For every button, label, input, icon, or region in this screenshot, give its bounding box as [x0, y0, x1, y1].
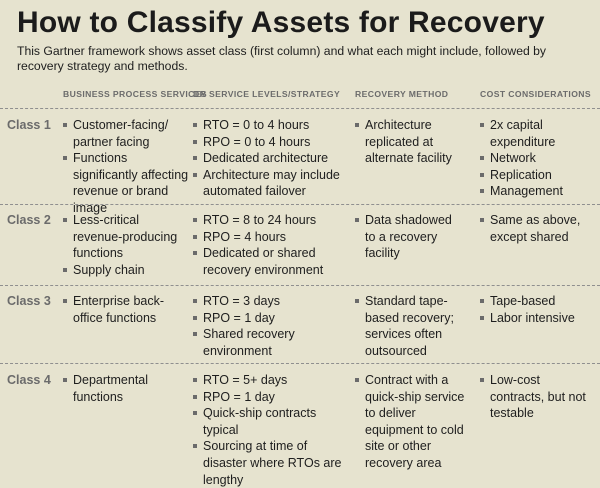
header-recovery-method: RECOVERY METHOD — [355, 89, 449, 99]
list-item: RTO = 3 days — [193, 293, 351, 310]
class-4-cost-cell: Low-cost contracts, but not testable — [480, 372, 592, 422]
class-4-method-cell: Contract with a quick-ship service to de… — [355, 372, 467, 472]
class-4-business-cell: Departmental functions — [63, 372, 189, 405]
list-item: Less-critical revenue-producing function… — [63, 212, 189, 262]
page-title: How to Classify Assets for Recovery — [17, 6, 545, 39]
list-item: RTO = 5+ days — [193, 372, 351, 389]
list-item: Functions significantly affecting revenu… — [63, 150, 189, 216]
list-item: Architecture replicated at alternate fac… — [355, 117, 465, 167]
list-item: Quick-ship contracts typical — [193, 405, 351, 438]
list-item: Tape-based — [480, 293, 590, 310]
class-2-method-cell: Data shadowed to a recovery facility — [355, 212, 465, 262]
class-1-dr-cell: RTO = 0 to 4 hours RPO = 0 to 4 hours De… — [193, 117, 351, 200]
class-2-dr-cell: RTO = 8 to 24 hours RPO = 4 hours Dedica… — [193, 212, 351, 278]
list-item: RPO = 1 day — [193, 310, 351, 327]
page-subtitle: This Gartner framework shows asset class… — [17, 44, 547, 73]
class-1-business-cell: Customer-facing/ partner facing Function… — [63, 117, 189, 217]
class-4-label: Class 4 — [7, 373, 51, 387]
class-3-method-cell: Standard tape-based recovery; services o… — [355, 293, 475, 359]
list-item: Contract with a quick-ship service to de… — [355, 372, 467, 472]
list-item: Data shadowed to a recovery facility — [355, 212, 465, 262]
list-item: RTO = 8 to 24 hours — [193, 212, 351, 229]
list-item: RPO = 1 day — [193, 389, 351, 406]
list-item: Supply chain — [63, 262, 189, 279]
class-3-business-cell: Enterprise back-office functions — [63, 293, 189, 326]
list-item: Standard tape-based recovery; services o… — [355, 293, 475, 359]
list-item: Management — [480, 183, 590, 200]
class-3-dr-cell: RTO = 3 days RPO = 1 day Shared recovery… — [193, 293, 351, 359]
class-1-label: Class 1 — [7, 118, 51, 132]
class-2-label: Class 2 — [7, 213, 51, 227]
class-1-cost-cell: 2x capital expenditure Network Replicati… — [480, 117, 590, 200]
list-item: Low-cost contracts, but not testable — [480, 372, 592, 422]
class-4-dr-cell: RTO = 5+ days RPO = 1 day Quick-ship con… — [193, 372, 351, 488]
list-item: 2x capital expenditure — [480, 117, 590, 150]
list-item: Sourcing at time of disaster where RTOs … — [193, 438, 351, 488]
list-item: Enterprise back-office functions — [63, 293, 189, 326]
list-item: Replication — [480, 167, 590, 184]
list-item: Network — [480, 150, 590, 167]
class-3-cost-cell: Tape-based Labor intensive — [480, 293, 590, 326]
list-item: Customer-facing/ partner facing — [63, 117, 189, 150]
list-item: RPO = 0 to 4 hours — [193, 134, 351, 151]
class-1-method-cell: Architecture replicated at alternate fac… — [355, 117, 465, 167]
class-2-business-cell: Less-critical revenue-producing function… — [63, 212, 189, 278]
list-item: Same as above, except shared — [480, 212, 590, 245]
list-item: RPO = 4 hours — [193, 229, 351, 246]
header-business-process-services: BUSINESS PROCESS SERVICES — [63, 89, 208, 99]
row-divider — [0, 108, 600, 109]
list-item: Labor intensive — [480, 310, 590, 327]
header-cost-considerations: COST CONSIDERATIONS — [480, 89, 592, 99]
list-item: Architecture may include automated failo… — [193, 167, 351, 200]
row-divider — [0, 204, 600, 205]
list-item: Dedicated architecture — [193, 150, 351, 167]
list-item: RTO = 0 to 4 hours — [193, 117, 351, 134]
row-divider — [0, 363, 600, 364]
list-item: Shared recovery environment — [193, 326, 351, 359]
row-divider — [0, 285, 600, 286]
header-dr-service-levels: DR SERVICE LEVELS/STRATEGY — [193, 89, 341, 99]
class-2-cost-cell: Same as above, except shared — [480, 212, 590, 245]
class-3-label: Class 3 — [7, 294, 51, 308]
list-item: Departmental functions — [63, 372, 189, 405]
list-item: Dedicated or shared recovery environment — [193, 245, 351, 278]
